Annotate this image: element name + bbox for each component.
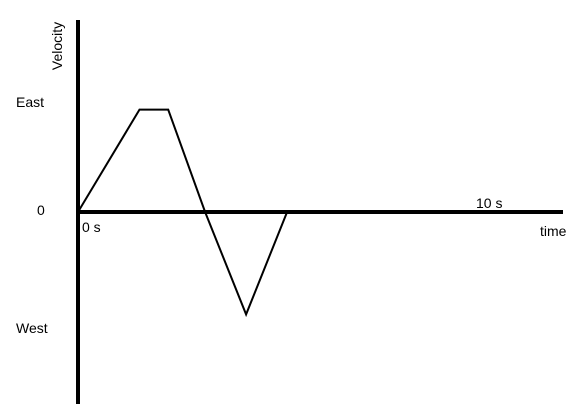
series-layer: [77, 108, 289, 318]
x-tick-label-end: 10 s: [476, 195, 502, 211]
y-label-east: East: [16, 94, 44, 110]
velocity-series-line-0: [77, 108, 289, 318]
y-label-west: West: [16, 320, 48, 336]
y-label-zero: 0: [37, 202, 45, 218]
y-axis-label: Velocity: [49, 22, 65, 70]
x-axis-label: time: [540, 223, 567, 239]
x-tick-label-start: 0 s: [82, 219, 101, 235]
